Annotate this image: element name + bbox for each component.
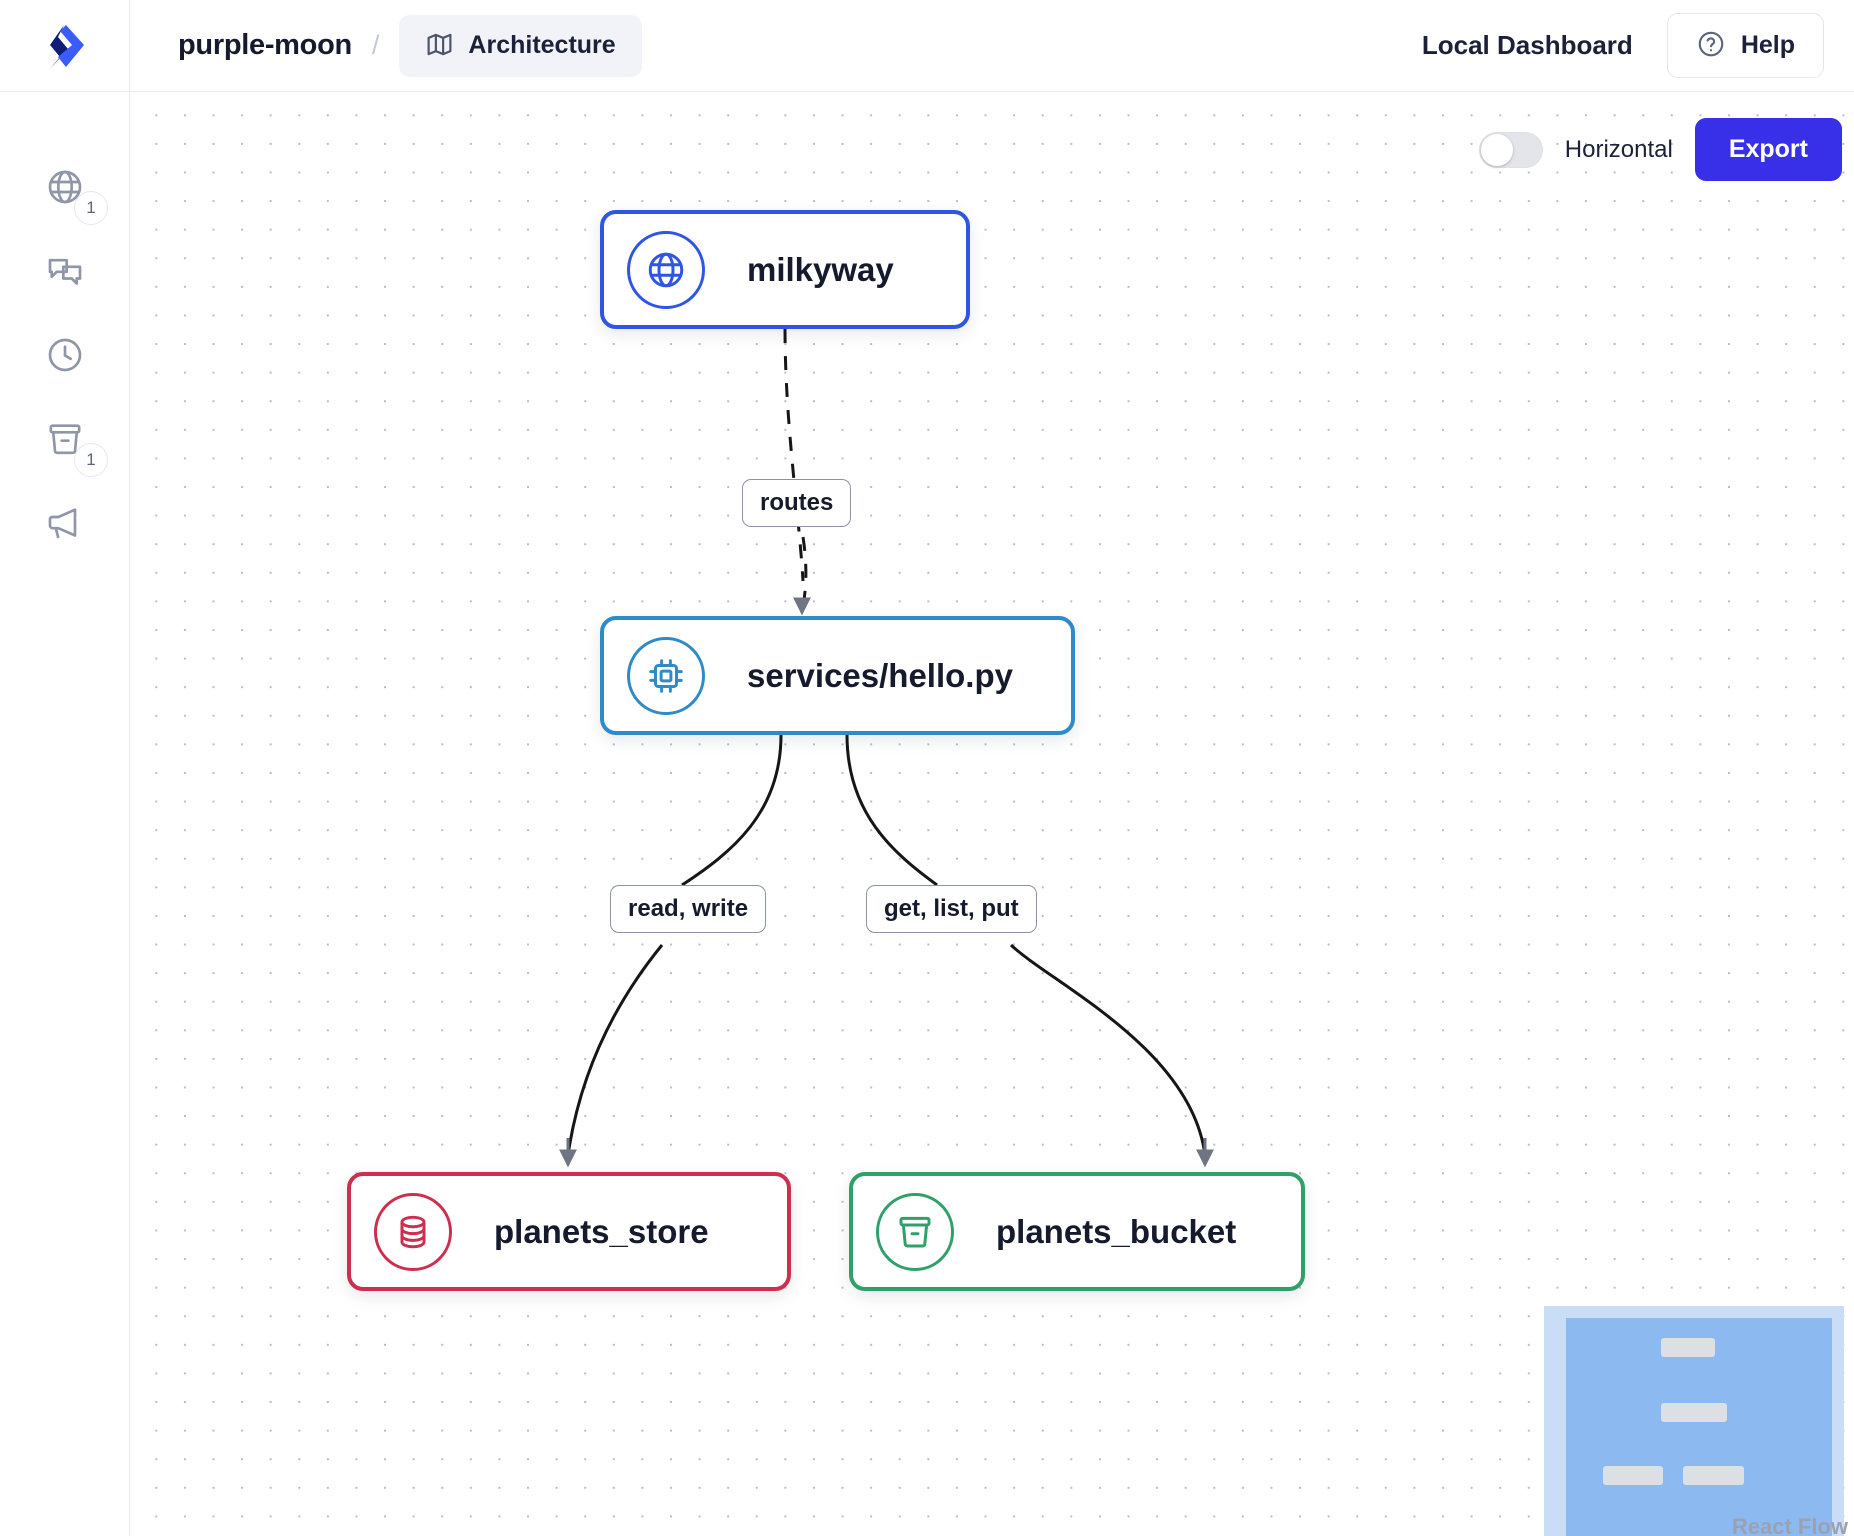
graph-node-milkyway[interactable]: milkyway bbox=[600, 210, 970, 329]
help-button[interactable]: Help bbox=[1666, 13, 1824, 78]
edge-get-list-put-upper bbox=[845, 734, 938, 887]
toggle-knob bbox=[1480, 133, 1513, 166]
chat-icon bbox=[45, 251, 85, 296]
bucket-icon bbox=[45, 419, 85, 464]
map-icon bbox=[425, 30, 454, 62]
horizontal-layout-toggle[interactable] bbox=[1478, 131, 1543, 168]
tab-architecture-label: Architecture bbox=[468, 31, 616, 59]
globe-icon bbox=[45, 167, 85, 212]
minimap-node bbox=[1661, 1403, 1727, 1422]
app-logo[interactable] bbox=[0, 0, 130, 92]
export-button[interactable]: Export bbox=[1694, 118, 1842, 181]
megaphone-icon bbox=[45, 503, 85, 548]
sidebar-item-endpoints[interactable]: 1 bbox=[0, 147, 130, 231]
graph-node-label: milkyway bbox=[747, 250, 894, 288]
minimap-viewport[interactable] bbox=[1566, 1318, 1832, 1536]
cpu-chip-icon bbox=[627, 636, 705, 715]
diamond-logo-icon bbox=[49, 24, 84, 69]
edge-label-get-list-put[interactable]: get, list, put bbox=[866, 885, 1037, 933]
question-circle-icon bbox=[1696, 29, 1726, 62]
sidebar-item-storage[interactable]: 1 bbox=[0, 399, 130, 483]
edge-label-routes[interactable]: routes bbox=[742, 479, 852, 527]
breadcrumb-separator: / bbox=[371, 30, 380, 60]
react-flow-attribution[interactable]: React Flow bbox=[1731, 1514, 1848, 1536]
help-button-label: Help bbox=[1740, 31, 1795, 59]
breadcrumb-project[interactable]: purple-moon bbox=[178, 29, 352, 61]
page-title: Local Dashboard bbox=[1421, 30, 1633, 60]
edge-routes bbox=[783, 328, 805, 582]
canvas-toolbar: Horizontal Export bbox=[1478, 118, 1842, 181]
graph-node-services-hello[interactable]: services/hello.py bbox=[600, 616, 1075, 735]
minimap-node bbox=[1661, 1338, 1715, 1357]
bucket-icon bbox=[876, 1192, 954, 1271]
graph-node-planets-store[interactable]: planets_store bbox=[347, 1172, 791, 1291]
graph-node-planets-bucket[interactable]: planets_bucket bbox=[849, 1172, 1305, 1291]
horizontal-toggle-label: Horizontal bbox=[1564, 135, 1673, 163]
sidebar-badge-endpoints: 1 bbox=[74, 191, 108, 225]
database-icon bbox=[374, 1192, 452, 1271]
minimap-node bbox=[1683, 1466, 1744, 1485]
globe-icon bbox=[627, 230, 705, 309]
minimap-node bbox=[1603, 1466, 1663, 1485]
sidebar-badge-storage: 1 bbox=[74, 443, 108, 477]
sidebar-item-topics[interactable] bbox=[0, 483, 130, 567]
edge-read-write-upper bbox=[681, 734, 783, 887]
graph-node-label: planets_bucket bbox=[996, 1212, 1237, 1250]
sidebar-item-schedules[interactable] bbox=[0, 315, 130, 399]
graph-node-label: planets_store bbox=[494, 1212, 709, 1250]
canvas-minimap[interactable] bbox=[1544, 1306, 1844, 1536]
architecture-canvas[interactable]: Horizontal Export routes read, bbox=[131, 93, 1854, 1536]
graph-node-label: services/hello.py bbox=[747, 656, 1013, 694]
tab-architecture[interactable]: Architecture bbox=[399, 14, 642, 77]
edge-label-read-write[interactable]: read, write bbox=[610, 885, 767, 933]
clock-icon bbox=[45, 335, 85, 380]
edge-read-write-lower bbox=[566, 944, 664, 1156]
sidebar-item-messages[interactable] bbox=[0, 231, 130, 315]
edge-get-list-put-lower bbox=[1009, 943, 1207, 1156]
graph-edges bbox=[559, 328, 1214, 1168]
top-header: purple-moon / Architecture Local Dashboa… bbox=[0, 0, 1854, 92]
left-sidebar: 1 bbox=[0, 92, 130, 1536]
